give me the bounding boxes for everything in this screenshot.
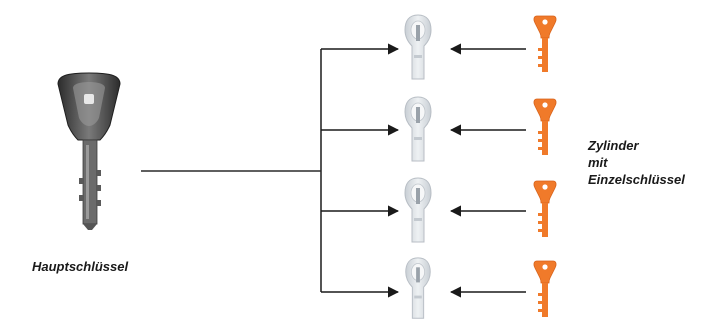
cylinder-label-line-1: Zylinder bbox=[588, 138, 639, 153]
cylinder-label: Zylinder mit Einzelschlüssel bbox=[588, 137, 685, 188]
single-key-icon bbox=[533, 180, 557, 238]
single-keys bbox=[533, 15, 557, 318]
connector-lines bbox=[141, 49, 322, 292]
lock-cylinder-icon bbox=[404, 96, 432, 162]
branch-arrows bbox=[321, 43, 400, 298]
single-key-icon bbox=[533, 260, 557, 318]
cylinder-label-line-2: mit bbox=[588, 155, 608, 170]
cylinders bbox=[404, 14, 432, 319]
single-key-icon bbox=[533, 98, 557, 156]
master-key-label: Hauptschlüssel bbox=[32, 259, 129, 274]
cylinder-label-line-3: Einzelschlüssel bbox=[588, 172, 685, 187]
lock-cylinder-icon bbox=[404, 177, 432, 243]
lock-cylinder-icon bbox=[404, 14, 432, 80]
single-key-icon bbox=[533, 15, 557, 73]
single-key-arrows bbox=[449, 43, 526, 298]
master-key-icon bbox=[57, 72, 121, 230]
lock-cylinder-icon bbox=[405, 257, 431, 319]
